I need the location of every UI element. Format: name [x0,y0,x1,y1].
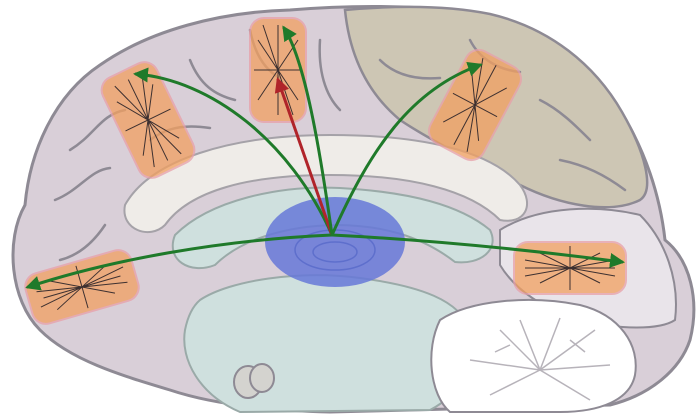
thalamocortical-arrows [25,25,625,291]
corpus-callosum [123,133,529,234]
lateral-ventricle [171,186,494,270]
frontal-pole-column [24,249,140,325]
green-arrow-to-occipital [330,233,625,268]
motor-column [249,17,307,123]
occipital-column [513,241,627,295]
mammillary-bodies [233,363,275,399]
prefrontal-column [100,61,196,179]
green-arrow-to-frontal-pole [25,233,334,291]
red-arrow-to-motor [274,77,334,237]
parietal-column [428,48,522,162]
cortical-columns [24,17,627,325]
brainstem [183,274,474,414]
green-arrow-to-prefrontal [133,67,334,237]
cerebellum [430,299,637,413]
green-arrow-to-parietal [330,61,483,237]
green-arrow-to-motor [282,25,334,237]
